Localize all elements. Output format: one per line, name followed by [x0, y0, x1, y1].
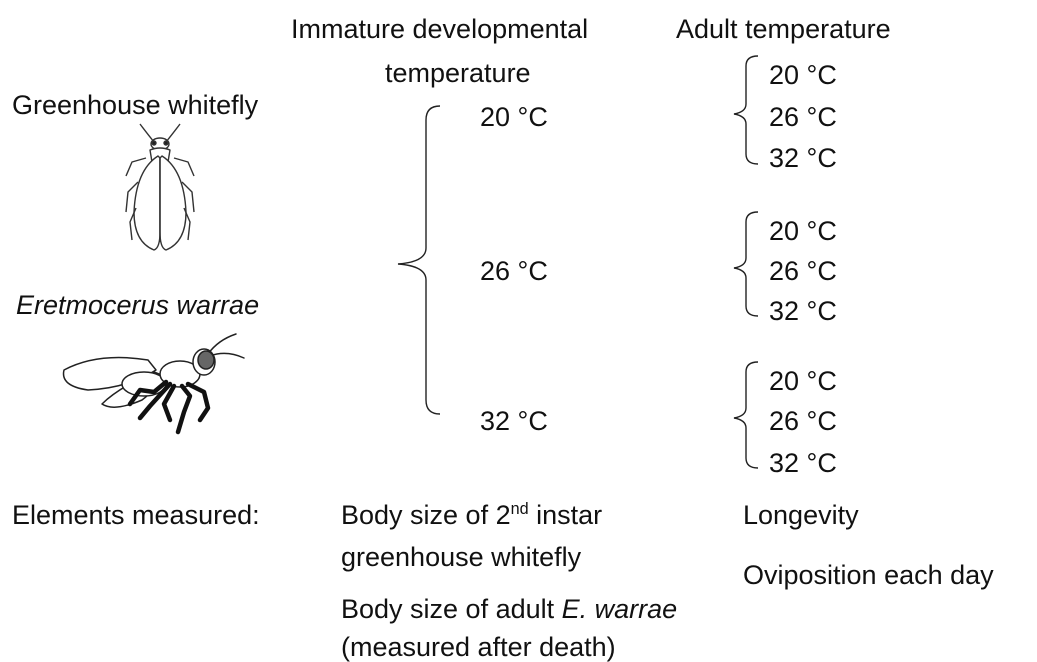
- immature-brace: [397, 105, 441, 415]
- adult-group1-temp-20: 20 °C: [769, 60, 837, 90]
- immature-temp-32: 32 °C: [480, 406, 548, 436]
- measured-label: Elements measured:: [12, 500, 260, 530]
- adult-group1-temp-26: 26 °C: [769, 102, 837, 132]
- adult-header: Adult temperature: [676, 14, 891, 44]
- wasp-label: Eretmocerus warrae: [16, 290, 260, 320]
- adult-group2-temp-20: 20 °C: [769, 216, 837, 246]
- measured-col2-line4: (measured after death): [341, 632, 616, 662]
- measured-col3-line2: Oviposition each day: [743, 560, 994, 590]
- whitefly-icon: [125, 123, 195, 251]
- adult-group2-temp-26: 26 °C: [769, 256, 837, 286]
- measured-col3-line1: Longevity: [743, 500, 859, 530]
- measured-col2-line3: Body size of adult E. warrae: [341, 594, 678, 624]
- adult-group3-temp-20: 20 °C: [769, 366, 837, 396]
- measured-col2-line1: Body size of 2nd instar: [341, 500, 603, 530]
- adult-brace-1: [733, 55, 759, 165]
- measured-col2-line2: greenhouse whitefly: [341, 542, 582, 572]
- whitefly-label: Greenhouse whitefly: [12, 90, 259, 120]
- adult-group1-temp-32: 32 °C: [769, 143, 837, 173]
- immature-header-line2: temperature: [385, 58, 531, 88]
- immature-temp-20: 20 °C: [480, 102, 548, 132]
- adult-brace-3: [733, 361, 759, 469]
- immature-temp-26: 26 °C: [480, 256, 548, 286]
- adult-brace-2: [733, 211, 759, 317]
- adult-group2-temp-32: 32 °C: [769, 296, 837, 326]
- immature-header-line1: Immature developmental: [291, 14, 589, 44]
- adult-group3-temp-32: 32 °C: [769, 448, 837, 478]
- wasp-icon: [62, 333, 245, 435]
- adult-group3-temp-26: 26 °C: [769, 406, 837, 436]
